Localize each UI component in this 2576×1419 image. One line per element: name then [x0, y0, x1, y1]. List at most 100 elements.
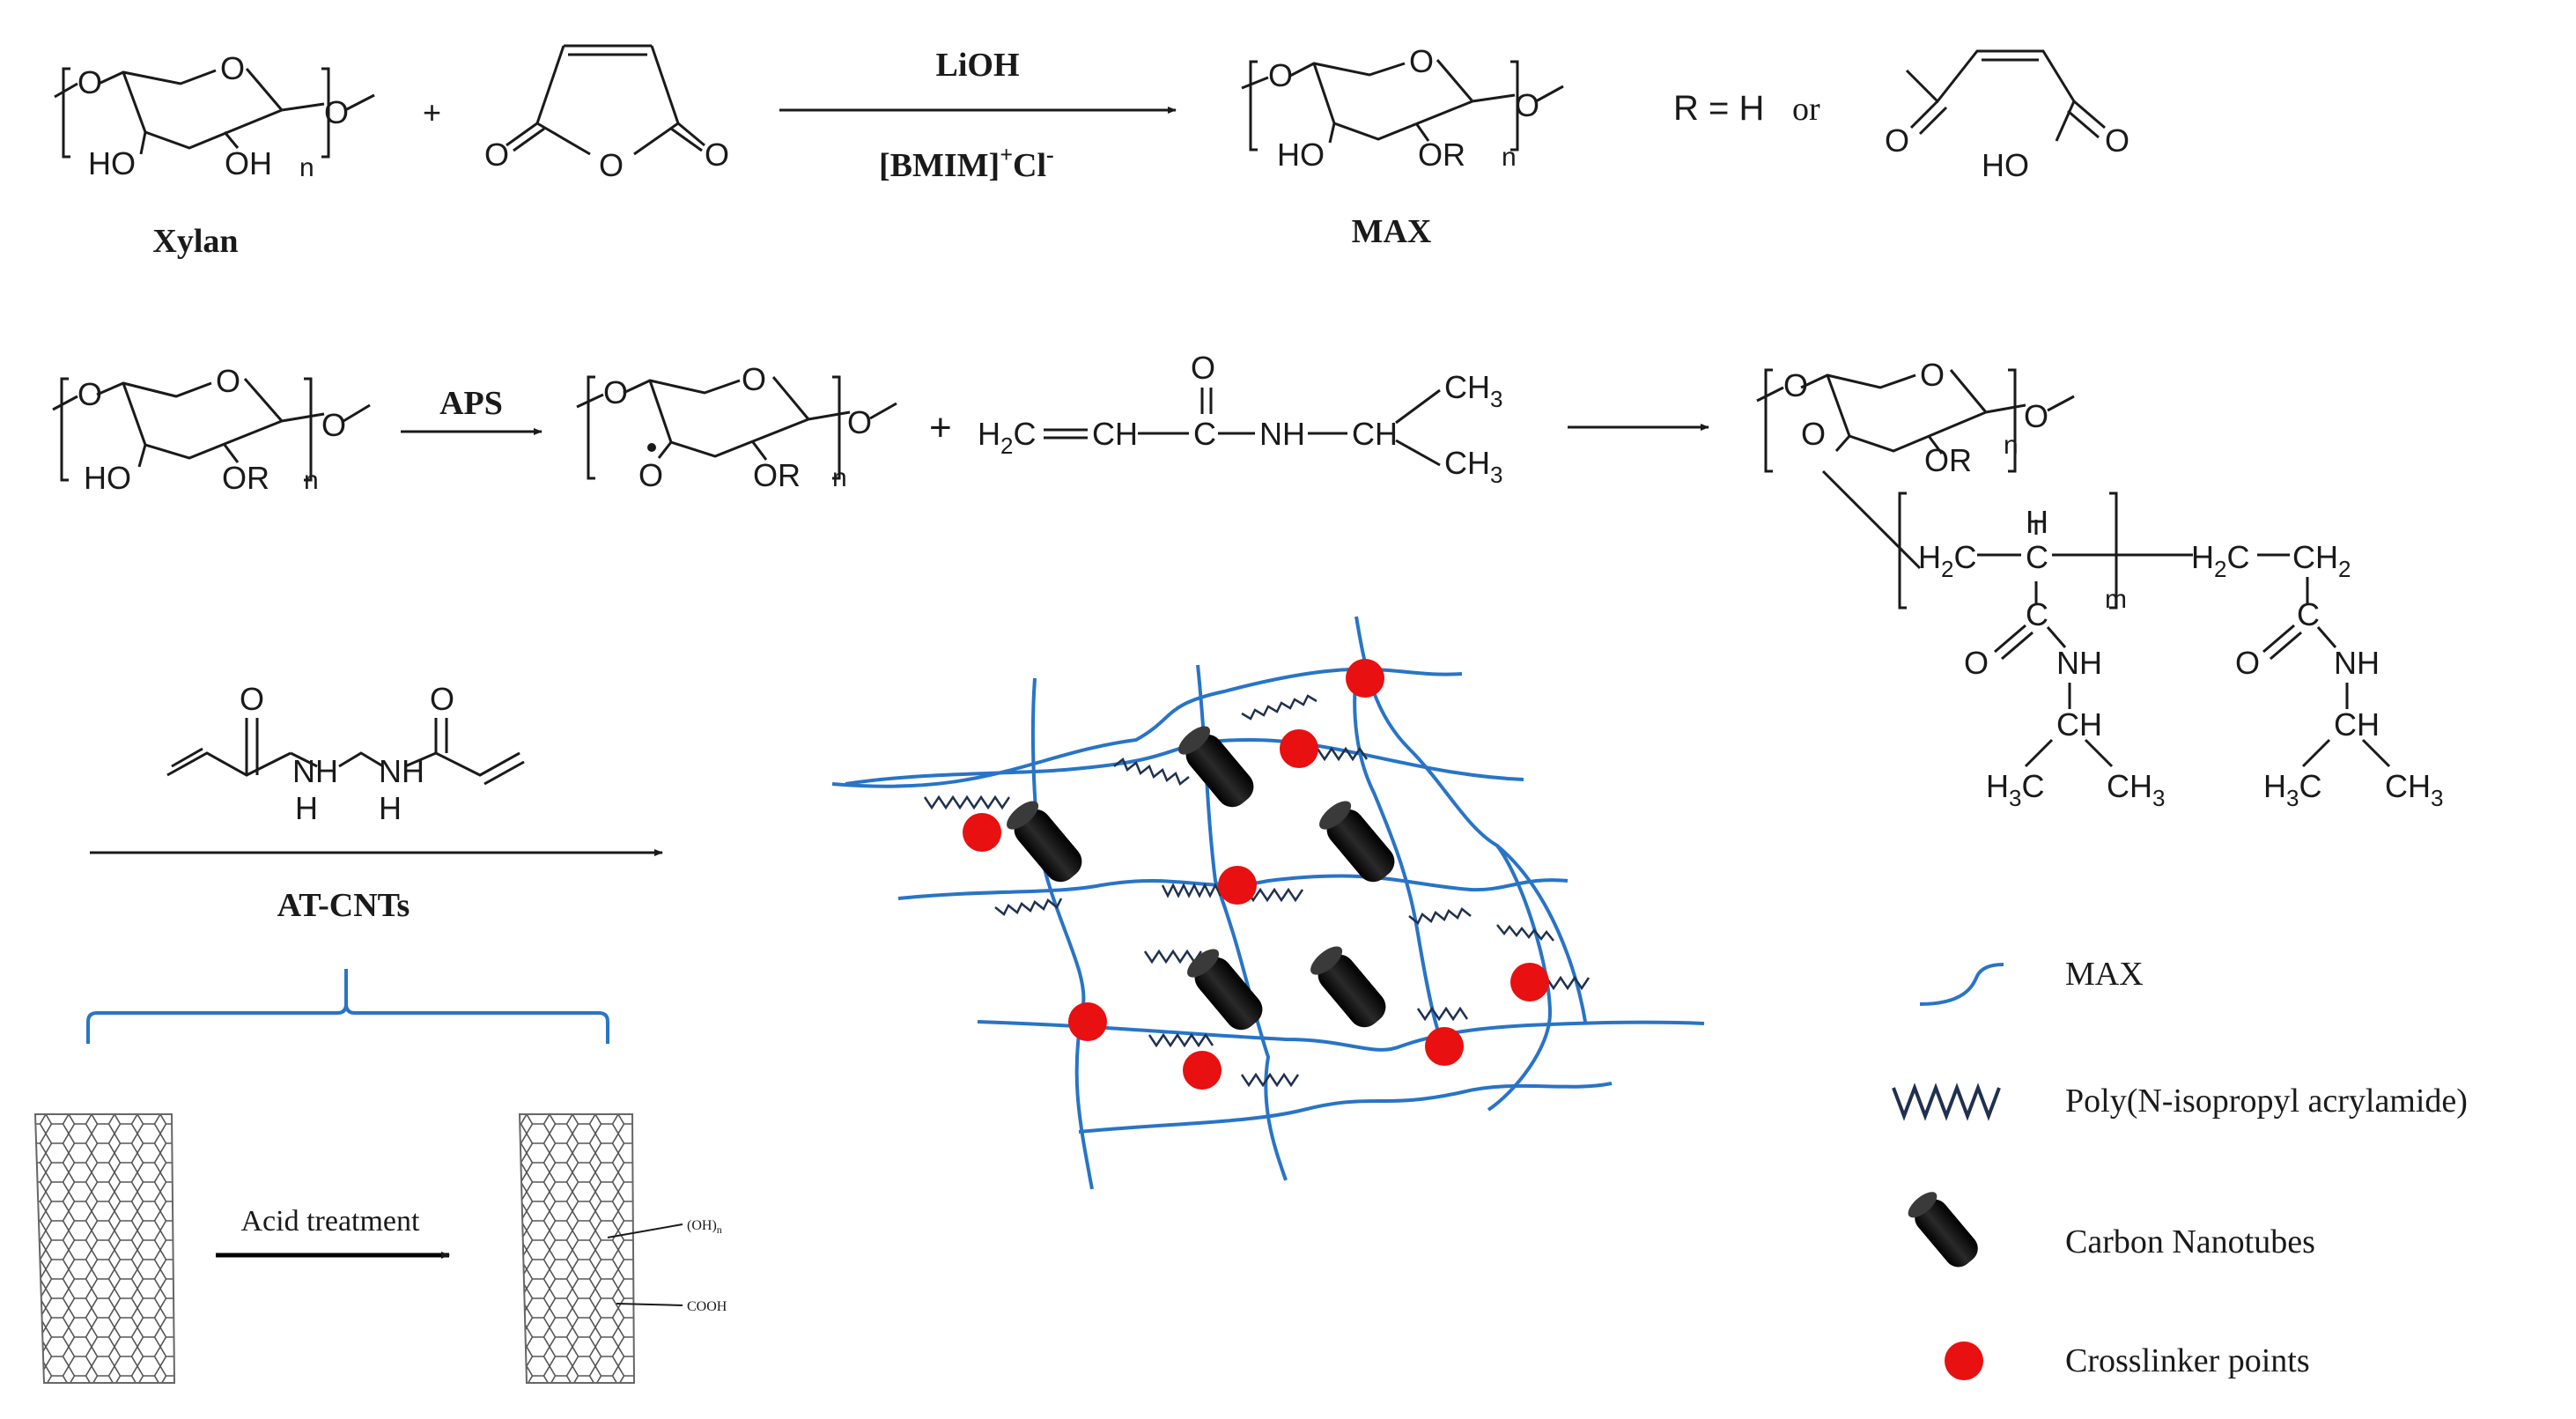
- prod-nh-1: NH: [2056, 645, 2102, 681]
- maleyl-substituent: [1905, 49, 2106, 142]
- prod-ch-2: CH: [2334, 706, 2380, 743]
- rad-ring-o1: O: [603, 374, 628, 410]
- curve-icon: [1919, 963, 2004, 1006]
- grafted-product-structure: [1756, 368, 2391, 768]
- acid-treatment-label: Acid treatment: [241, 1205, 421, 1238]
- reagent-bmim: [BMIM]+Cl-: [879, 142, 1054, 184]
- crosslinker-points: [963, 659, 1549, 1090]
- prod-h: H: [2026, 504, 2048, 540]
- pnipam-waves: [923, 694, 1591, 1088]
- nipam-o: O: [1191, 350, 1215, 386]
- rad-or: OR: [753, 457, 801, 493]
- prod-o-graft: O: [1801, 416, 1826, 452]
- nipam-ch-iso: CH: [1352, 416, 1398, 452]
- xylan-label: Xylan: [152, 223, 238, 260]
- prod-c-1: C: [2026, 539, 2048, 575]
- mba-o-right: O: [430, 681, 454, 717]
- nipam-h2c: H2C: [978, 416, 1036, 459]
- carbon-nanotubes: [1007, 726, 1395, 1031]
- plus-sign-1: +: [423, 94, 441, 130]
- mba-n-right: NH: [379, 753, 424, 789]
- prod-o-2: O: [2235, 645, 2260, 681]
- s2-ring-o3: O: [321, 407, 346, 443]
- rad-ring-o3: O: [847, 404, 872, 440]
- prod-c-2: C: [2026, 596, 2048, 632]
- or-word: or: [1792, 91, 1820, 128]
- maleic-o-right: O: [705, 137, 729, 173]
- mba-h-right: H: [379, 790, 402, 826]
- pristine-cnt-image: [33, 1113, 176, 1384]
- prod-ring-o3: O: [2024, 398, 2048, 434]
- rad-o-dot: O: [638, 457, 663, 493]
- cnt-5: [1310, 946, 1386, 1028]
- xylan-ho: HO: [88, 145, 136, 181]
- maleic-anhydride-structure: [506, 44, 705, 156]
- xylan-ring-o3: O: [324, 94, 349, 130]
- prod-h3c-1: H3C: [1986, 768, 2044, 811]
- max-radical-structure: [576, 375, 897, 480]
- nipam-ch3-top: CH3: [1444, 369, 1502, 412]
- legend-label-crosslinker: Crosslinker points: [2065, 1342, 2310, 1379]
- cnt-3: [1319, 801, 1395, 883]
- cnt-1: [1178, 726, 1254, 808]
- mba-n-left: NH: [292, 753, 338, 789]
- mba-h-left: H: [295, 790, 318, 826]
- prod-o-1: O: [1964, 645, 1989, 681]
- prod-ch2: CH2: [2292, 539, 2351, 582]
- max-ring-o1: O: [1268, 57, 1293, 93]
- reagent-at-cnts: AT-CNTs: [277, 887, 410, 924]
- prod-h2c-1: H2C: [1918, 539, 1976, 582]
- cnt-2: [1007, 801, 1082, 883]
- max-n: n: [1502, 143, 1517, 172]
- xylan-n: n: [299, 153, 314, 182]
- prod-c-3: C: [2297, 596, 2320, 632]
- xylan-structure: [54, 67, 375, 159]
- rad-n: n: [832, 463, 847, 492]
- dot-icon: [1945, 1341, 1983, 1380]
- s2-n: n: [304, 466, 319, 495]
- prod-ch3-2: CH3: [2385, 768, 2443, 811]
- xylan-oh: OH: [225, 145, 272, 181]
- prod-ch3-1: CH3: [2107, 768, 2165, 811]
- hydrogel-network: [831, 616, 1705, 1190]
- nipam-ch: CH: [1092, 416, 1138, 452]
- prod-h2c-2: H2C: [2191, 539, 2249, 582]
- max-structure: [1241, 59, 1564, 152]
- rad-ring-o2: O: [742, 361, 766, 397]
- mba-crosslinker-structure: [166, 718, 525, 786]
- max-structure-2: [52, 377, 371, 482]
- acid-treated-cnt-image: [518, 1113, 683, 1384]
- prod-ring-o2: O: [1920, 357, 1945, 393]
- max-ho: HO: [1277, 137, 1325, 173]
- cnt-4: [1187, 949, 1263, 1031]
- maleyl-o-right: O: [2105, 122, 2129, 159]
- maleic-o-left: O: [484, 137, 509, 173]
- plus-sign-2: +: [929, 406, 952, 449]
- radical-dot: [647, 443, 656, 452]
- reagent-aps: APS: [439, 385, 503, 422]
- max-ring-o2: O: [1409, 43, 1434, 79]
- nipam-monomer: H2C CH C O NH CH CH3 CH3: [978, 350, 1502, 488]
- prod-or: OR: [1924, 442, 1972, 478]
- s2-ring-o1: O: [78, 376, 102, 412]
- oh-group-label: (OH)n: [687, 1218, 722, 1236]
- wave-icon: [1892, 1083, 2001, 1121]
- maleyl-o-left: O: [1885, 122, 1909, 159]
- xylan-ring-o2: O: [220, 50, 245, 86]
- prod-nh-2: NH: [2334, 645, 2380, 681]
- r-definition: R = H: [1673, 89, 1764, 128]
- nipam-ch3-bottom: CH3: [1444, 445, 1502, 488]
- reagent-lioh: LiOH: [935, 47, 1019, 84]
- xylan-ring-o1: O: [78, 64, 102, 100]
- max-ring-o3: O: [1515, 87, 1539, 123]
- legend: MAX Poly(N-isopropyl acrylamide) Carbon …: [1892, 956, 2468, 1380]
- s2-ho: HO: [84, 460, 131, 496]
- prod-h3c-2: H3C: [2263, 768, 2321, 811]
- brace-bracket: [86, 969, 609, 1044]
- maleic-o-ring: O: [599, 147, 624, 183]
- max-label: MAX: [1352, 213, 1432, 250]
- legend-label-max: MAX: [2065, 956, 2144, 993]
- nipam-nh: NH: [1259, 416, 1305, 452]
- prod-n: n: [2004, 431, 2019, 460]
